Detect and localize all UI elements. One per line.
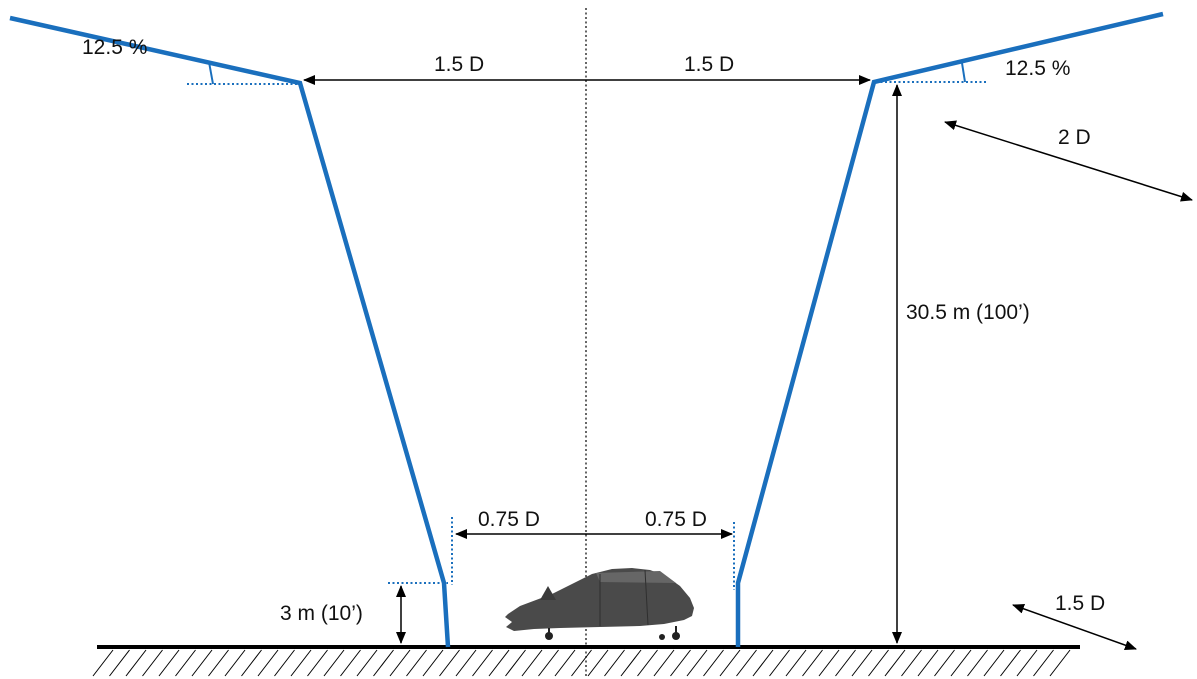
hatch-stroke <box>620 649 642 677</box>
hatch-stroke <box>1016 649 1038 677</box>
hatch-stroke <box>703 649 724 677</box>
hatch-stroke <box>389 649 411 677</box>
hatch-stroke <box>406 649 427 677</box>
hatch-stroke <box>521 649 543 677</box>
hatch-stroke <box>736 649 757 677</box>
hatch-stroke <box>241 649 262 677</box>
hatch-stroke <box>1049 649 1071 677</box>
hatch-stroke <box>901 649 922 677</box>
hatch-stroke <box>934 649 955 677</box>
right-surface-outline <box>735 11 1164 647</box>
hatch-stroke <box>109 649 130 677</box>
top-half-width-left-label: 1.5 D <box>434 53 484 76</box>
hatch-stroke <box>967 649 988 677</box>
hatch-stroke <box>175 649 196 677</box>
hatch-stroke <box>851 649 873 677</box>
hatch-stroke <box>142 649 163 677</box>
hatch-stroke <box>802 649 823 677</box>
outer-lower-label: 1.5 D <box>1055 592 1105 615</box>
total-height-label: 30.5 m (100’) <box>906 301 1030 324</box>
hatch-stroke <box>653 649 675 677</box>
hatch-stroke <box>356 649 378 677</box>
hatch-stroke <box>340 649 361 677</box>
hatch-stroke <box>571 649 592 677</box>
hatch-stroke <box>472 649 493 677</box>
bottom-half-width-left-label: 0.75 D <box>478 508 540 531</box>
hatch-stroke <box>323 649 345 677</box>
ground-hatching <box>92 649 1071 677</box>
right-slope-label: 12.5 % <box>1005 57 1070 80</box>
left-slope-label: 12.5 % <box>82 36 147 59</box>
hatch-stroke <box>818 649 840 677</box>
hatch-stroke <box>752 649 774 677</box>
right-slope-angle-mark <box>961 62 966 83</box>
left-surface-outline <box>9 15 451 648</box>
outer-upper-arrow <box>944 120 1193 202</box>
base-height-label: 3 m (10’) <box>280 602 363 625</box>
hatch-stroke <box>983 649 1005 677</box>
hatch-stroke <box>835 649 856 677</box>
hatch-stroke <box>884 649 906 677</box>
hatch-stroke <box>686 649 708 677</box>
hatch-stroke <box>950 649 972 677</box>
hatch-stroke <box>191 649 213 677</box>
hatch-stroke <box>587 649 609 677</box>
hatch-stroke <box>1033 649 1054 677</box>
left-slope-angle-mark <box>208 61 214 85</box>
hatch-stroke <box>455 649 477 677</box>
hatch-stroke <box>224 649 246 677</box>
hatch-stroke <box>125 649 147 677</box>
hatch-stroke <box>538 649 559 677</box>
hatch-stroke <box>670 649 691 677</box>
hatch-stroke <box>373 649 394 677</box>
top-half-width-right-label: 1.5 D <box>684 53 734 76</box>
hatch-stroke <box>257 649 279 677</box>
hatch-stroke <box>439 649 460 677</box>
hatch-stroke <box>290 649 312 677</box>
hatch-stroke <box>505 649 526 677</box>
hatch-stroke <box>307 649 328 677</box>
aircraft-icon <box>505 568 694 640</box>
hatch-stroke <box>92 649 114 677</box>
bottom-half-width-right-label: 0.75 D <box>645 508 707 531</box>
hatch-stroke <box>488 649 510 677</box>
hatch-stroke <box>868 649 889 677</box>
hatch-stroke <box>769 649 790 677</box>
hatch-stroke <box>917 649 939 677</box>
outer-lower-arrow <box>1012 603 1137 651</box>
hatch-stroke <box>785 649 807 677</box>
hatch-stroke <box>719 649 741 677</box>
hatch-stroke <box>604 649 625 677</box>
hatch-stroke <box>208 649 229 677</box>
outer-upper-label: 2 D <box>1058 126 1091 149</box>
hatch-stroke <box>637 649 658 677</box>
hatch-stroke <box>422 649 444 677</box>
hatch-stroke <box>1000 649 1021 677</box>
hatch-stroke <box>554 649 576 677</box>
hatch-stroke <box>158 649 180 677</box>
hatch-stroke <box>274 649 295 677</box>
